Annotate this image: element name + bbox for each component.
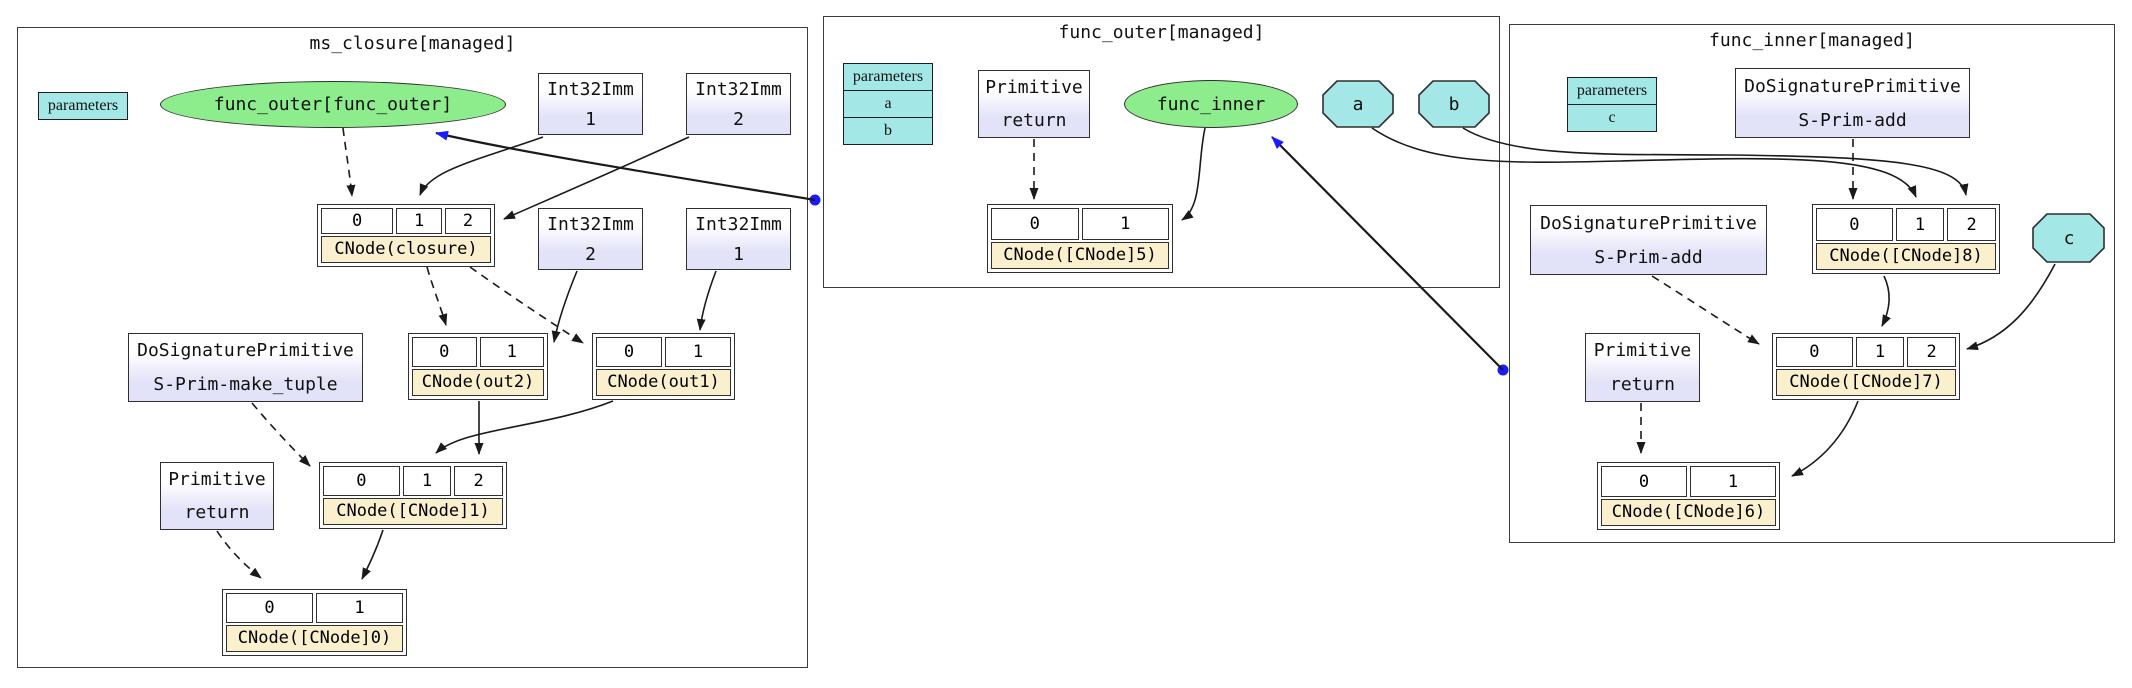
slot-2: 2 bbox=[445, 208, 491, 234]
slot-0: 0 bbox=[596, 337, 662, 367]
cnode-label: CNode([CNode]8) bbox=[1816, 243, 1996, 270]
node-value: S-Prim-make_tuple bbox=[153, 373, 338, 395]
node-value: S-Prim-add bbox=[1594, 246, 1703, 268]
func-outer-ellipse-label: func_outer[func_outer] bbox=[213, 94, 453, 115]
parameter-row-a: a bbox=[844, 90, 932, 117]
slot-1: 1 bbox=[1081, 208, 1169, 240]
node-type: Primitive bbox=[985, 77, 1083, 98]
parameter-row-b: b bbox=[844, 117, 932, 144]
cnode-label: CNode([CNode]0) bbox=[226, 625, 403, 652]
node-value: 2 bbox=[733, 108, 744, 130]
slot-1: 1 bbox=[316, 593, 403, 623]
slot-2: 2 bbox=[1947, 208, 1997, 241]
node-int32imm-2-mid: Int32Imm 2 bbox=[538, 208, 643, 270]
slot-0: 0 bbox=[321, 208, 394, 234]
slot-2: 2 bbox=[1907, 337, 1957, 367]
cluster-ms-closure: ms_closure[managed] bbox=[17, 27, 808, 668]
node-s-prim-add-left: DoSignaturePrimitive S-Prim-add bbox=[1530, 205, 1767, 275]
node-value: S-Prim-add bbox=[1798, 109, 1907, 131]
node-return-func-outer: Primitive return bbox=[978, 70, 1090, 138]
node-cnode-5: 0 1 CNode([CNode]5) bbox=[987, 204, 1173, 273]
cnode-label: CNode([CNode]6) bbox=[1601, 499, 1776, 526]
slot-0: 0 bbox=[1601, 466, 1687, 497]
slot-1: 1 bbox=[1895, 208, 1945, 241]
node-octagon-param-a: a bbox=[1322, 80, 1394, 128]
blue-edge-dot-func-outer bbox=[809, 194, 821, 206]
parameters-header: parameters bbox=[852, 68, 924, 85]
node-type: Primitive bbox=[168, 469, 266, 490]
cluster-title-ms-closure: ms_closure[managed] bbox=[309, 33, 516, 54]
node-type: Int32Imm bbox=[547, 213, 634, 235]
node-cnode-closure: 0 1 2 CNode(closure) bbox=[317, 204, 495, 267]
cnode-label: CNode(out1) bbox=[596, 369, 731, 396]
func-inner-ellipse-label: func_inner bbox=[1156, 93, 1266, 115]
node-cnode-out1: 0 1 CNode(out1) bbox=[592, 333, 735, 400]
slot-0: 0 bbox=[323, 466, 400, 496]
cnode-label: CNode(out2) bbox=[412, 369, 544, 396]
cluster-title-func-outer: func_outer[managed] bbox=[1058, 22, 1265, 43]
octagon-label: a bbox=[1353, 94, 1364, 115]
slot-2: 2 bbox=[454, 466, 504, 496]
node-cnode-0: 0 1 CNode([CNode]0) bbox=[222, 589, 407, 656]
node-value: 1 bbox=[733, 243, 744, 265]
node-octagon-param-b: b bbox=[1418, 80, 1490, 128]
node-func-outer-ellipse: func_outer[func_outer] bbox=[160, 81, 506, 128]
node-type: Int32Imm bbox=[695, 213, 782, 235]
slot-1: 1 bbox=[479, 337, 544, 367]
octagon-shape bbox=[2032, 213, 2105, 263]
slot-1: 1 bbox=[665, 337, 731, 367]
cluster-func-inner: func_inner[managed] bbox=[1509, 24, 2115, 543]
node-cnode-out2: 0 1 CNode(out2) bbox=[408, 333, 548, 400]
node-return-func-inner: Primitive return bbox=[1585, 333, 1700, 402]
node-value: return bbox=[1609, 373, 1676, 395]
slot-0: 0 bbox=[991, 208, 1079, 240]
slot-1: 1 bbox=[1690, 466, 1776, 497]
node-s-prim-add-top: DoSignaturePrimitive S-Prim-add bbox=[1735, 68, 1970, 138]
node-value: return bbox=[184, 502, 250, 523]
slot-0: 0 bbox=[1816, 208, 1893, 241]
node-octagon-param-c: c bbox=[2032, 213, 2105, 263]
cnode-label: CNode([CNode]1) bbox=[323, 498, 503, 525]
node-int32imm-1-mid: Int32Imm 1 bbox=[686, 208, 791, 270]
slot-0: 0 bbox=[412, 337, 477, 367]
node-int32imm-2-top: Int32Imm 2 bbox=[686, 73, 791, 135]
node-make-tuple: DoSignaturePrimitive S-Prim-make_tuple bbox=[128, 333, 363, 402]
node-cnode-1: 0 1 2 CNode([CNode]1) bbox=[319, 462, 507, 529]
octagon-shape bbox=[1322, 80, 1394, 128]
node-type: DoSignaturePrimitive bbox=[1744, 75, 1961, 97]
slot-1: 1 bbox=[402, 466, 452, 496]
slot-1: 1 bbox=[396, 208, 443, 234]
cnode-label: CNode([CNode]5) bbox=[991, 242, 1169, 269]
cnode-label: CNode(closure) bbox=[321, 236, 491, 263]
octagon-label: c bbox=[2064, 228, 2075, 249]
node-value: 2 bbox=[585, 243, 596, 265]
node-cnode-7: 0 1 2 CNode([CNode]7) bbox=[1772, 333, 1960, 400]
node-value: return bbox=[1001, 110, 1067, 131]
slot-0: 0 bbox=[1776, 337, 1853, 367]
node-type: Primitive bbox=[1593, 340, 1692, 362]
parameters-header: parameters bbox=[1576, 82, 1648, 99]
parameters-table-func-outer: parameters a b bbox=[843, 63, 933, 145]
blue-edge-dot-func-inner bbox=[1497, 364, 1509, 376]
node-cnode-6: 0 1 CNode([CNode]6) bbox=[1597, 462, 1780, 530]
node-return-ms-closure: Primitive return bbox=[160, 462, 274, 530]
parameter-row-c: c bbox=[1568, 104, 1656, 131]
node-int32imm-1-top: Int32Imm 1 bbox=[538, 73, 643, 135]
octagon-label: b bbox=[1449, 94, 1460, 115]
slot-1: 1 bbox=[1855, 337, 1905, 367]
parameters-header: parameters bbox=[47, 97, 119, 114]
node-type: Int32Imm bbox=[547, 78, 634, 100]
node-type: Int32Imm bbox=[695, 78, 782, 100]
parameters-table-ms-closure: parameters bbox=[38, 92, 128, 120]
node-func-inner-ellipse: func_inner bbox=[1124, 80, 1298, 128]
octagon-shape bbox=[1418, 80, 1490, 128]
node-cnode-8: 0 1 2 CNode([CNode]8) bbox=[1812, 204, 2000, 274]
parameters-table-func-inner: parameters c bbox=[1567, 77, 1657, 132]
cluster-title-func-inner: func_inner[managed] bbox=[1709, 30, 1915, 51]
node-type: DoSignaturePrimitive bbox=[137, 340, 354, 362]
cnode-label: CNode([CNode]7) bbox=[1776, 369, 1956, 396]
node-type: DoSignaturePrimitive bbox=[1540, 212, 1757, 234]
slot-0: 0 bbox=[226, 593, 313, 623]
node-value: 1 bbox=[585, 108, 596, 130]
